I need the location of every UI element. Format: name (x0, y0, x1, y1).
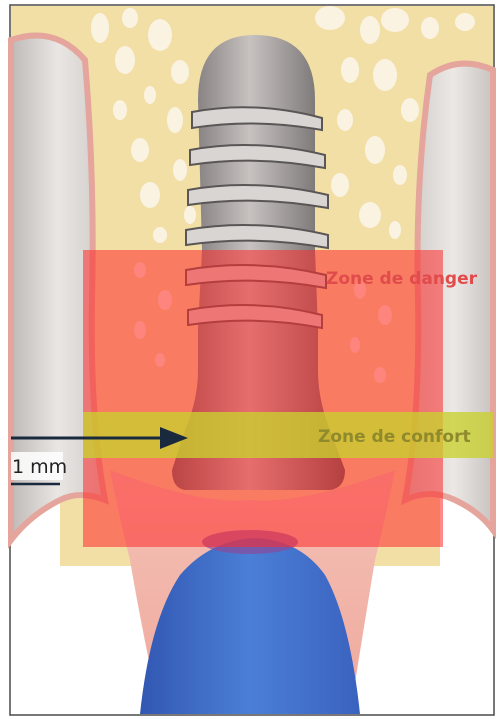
measure-label: 1 mm (12, 456, 67, 478)
comfort-zone-label: Zone de confort (318, 427, 471, 447)
danger-zone-overlay (83, 250, 443, 547)
danger-zone-label: Zone de danger (326, 269, 478, 289)
